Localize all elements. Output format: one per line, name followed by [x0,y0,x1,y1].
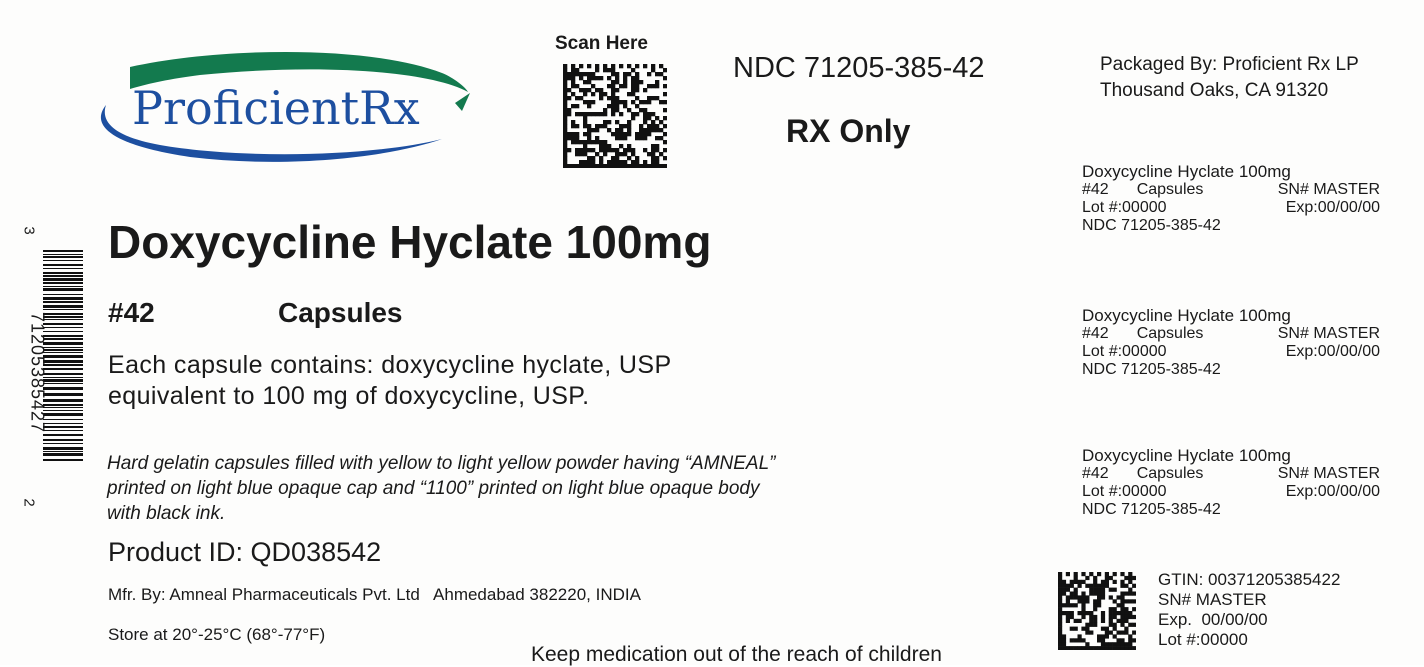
child-warning: Keep medication out of the reach of chil… [531,643,942,666]
logo-text: ProficientRx [132,81,420,135]
packager-address: Thousand Oaks, CA 91320 [1100,80,1329,101]
mini-label-count-row: #42 Capsules SN# MASTER [1082,181,1402,199]
rx-only-label: RX Only [786,113,911,149]
lot-number: Lot #:00000 [1158,630,1248,649]
gtin-number: GTIN: 00371205385422 [1158,570,1341,589]
mini-label-ndc: NDC 71205-385-42 [1082,501,1221,518]
mini-label-exp: Exp:00/00/00 [1285,483,1380,500]
mini-label-sn: SN# MASTER [1277,465,1380,482]
mini-label-lot-row: Lot #:00000 Exp:00/00/00 [1082,199,1402,217]
barcode-middle-digits: 71205385427 [27,311,48,434]
proficientrx-logo: ProficientRx [70,45,480,175]
storage-instructions: Store at 20°-25°C (68°-77°F) [108,625,326,644]
mini-label-lot-row: Lot #:00000 Exp:00/00/00 [1082,343,1402,361]
mini-label-lot: Lot #:00000 [1082,483,1167,500]
ndc-number: NDC 71205-385-42 [733,52,985,84]
mini-label-lot-row: Lot #:00000 Exp:00/00/00 [1082,483,1402,501]
capsule-count: #42 [108,297,155,328]
capsule-description: Hard gelatin capsules filled with yellow… [107,451,967,526]
mini-label-count-row: #42 Capsules SN# MASTER [1082,325,1402,343]
mini-label-unit: Capsules [1136,325,1204,342]
mini-label: Doxycycline Hyclate 100mg #42 Capsules SN#… [1082,447,1402,519]
mini-label-exp: Exp:00/00/00 [1285,343,1380,360]
barcode-bottom-digit: 2 [20,498,38,507]
packaged-by: Packaged By: Proficient Rx LP [1100,54,1359,75]
description-line-1: Hard gelatin capsules filled with yellow… [107,453,776,474]
vertical-barcode [25,222,85,517]
manufacturer: Mfr. By: Amneal Pharmaceuticals Pvt. Ltd… [108,585,641,604]
product-title: Doxycycline Hyclate 100mg [108,216,712,268]
mini-label-sn: SN# MASTER [1277,181,1380,198]
mini-label-name: Doxycycline Hyclate 100mg [1082,446,1291,465]
scan-here-label: Scan Here [555,33,648,54]
mini-label-count: #42 [1082,325,1109,342]
description-line-3: with black ink. [107,503,226,524]
barcode-icon [43,250,83,461]
barcode-digits: 3 71205385427 2 [21,222,48,512]
qr-code-icon [1058,572,1137,651]
qr-code-icon [563,64,668,169]
mini-label: Doxycycline Hyclate 100mg #42 Capsules SN#… [1082,163,1402,235]
mini-label-unit: Capsules [1136,181,1204,198]
mini-label-ndc: NDC 71205-385-42 [1082,217,1221,234]
serial-number: SN# MASTER [1158,590,1267,609]
mini-label-count-row: #42 Capsules SN# MASTER [1082,465,1402,483]
mini-label-name: Doxycycline Hyclate 100mg [1082,162,1291,181]
mini-label-sn: SN# MASTER [1277,325,1380,342]
product-id: Product ID: QD038542 [108,537,382,567]
contents-statement: Each capsule contains: doxycycline hycla… [108,350,988,412]
mini-label-exp: Exp:00/00/00 [1285,199,1380,216]
serial-block: GTIN: 00371205385422 SN# MASTER Exp. 00/… [1158,570,1340,650]
mini-label-lot: Lot #:00000 [1082,343,1167,360]
datamatrix-code [563,64,668,173]
description-line-2: printed on light blue opaque cap and “11… [107,478,760,499]
mini-label-unit: Capsules [1136,465,1204,482]
logo-swoosh-icon [100,51,470,162]
capsule-unit: Capsules [278,297,403,328]
barcode-top-digit: 3 [20,226,38,235]
mini-label-count: #42 [1082,181,1109,198]
serial-datamatrix [1058,572,1137,655]
packager-info: Packaged By: Proficient Rx LP Thousand O… [1100,52,1359,104]
mini-label: Doxycycline Hyclate 100mg #42 Capsules SN#… [1082,307,1402,379]
mini-label-name: Doxycycline Hyclate 100mg [1082,306,1291,325]
mini-label-count: #42 [1082,465,1109,482]
contents-line-1: Each capsule contains: doxycycline hycla… [108,351,672,379]
mini-label-lot: Lot #:00000 [1082,199,1167,216]
mini-label-ndc: NDC 71205-385-42 [1082,361,1221,378]
expiration: Exp. 00/00/00 [1158,610,1268,629]
contents-line-2: equivalent to 100 mg of doxycycline, USP… [108,382,590,410]
